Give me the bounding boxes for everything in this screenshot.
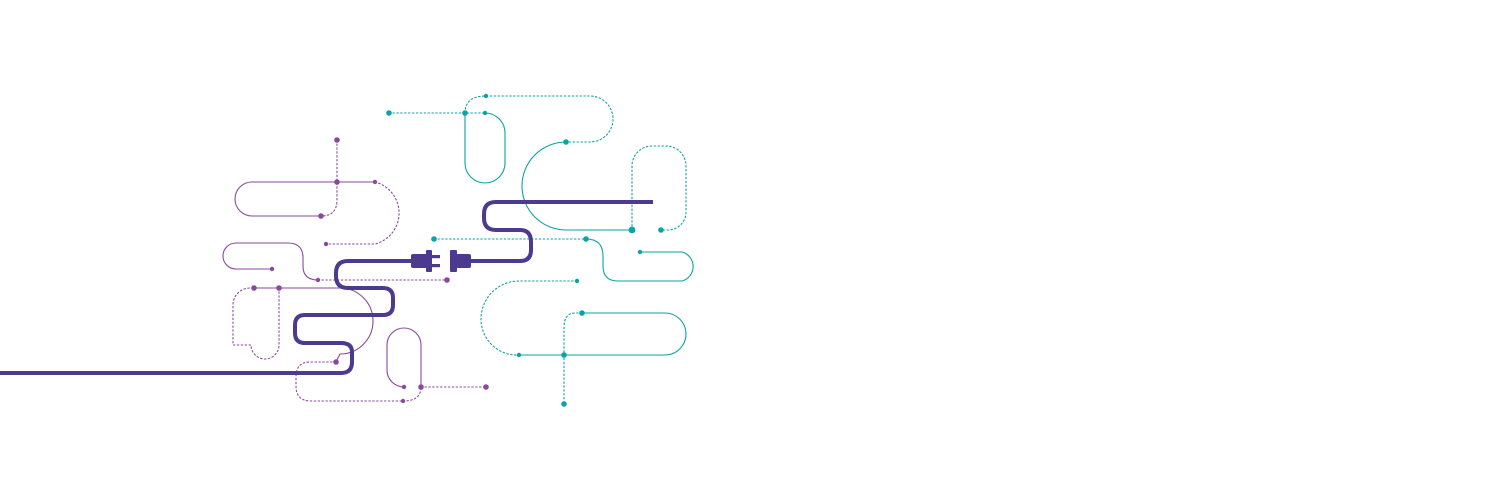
right-circuit-traces (386, 93, 694, 407)
right-node (658, 227, 664, 233)
left-node (444, 277, 450, 283)
plug-head (426, 250, 432, 272)
left-node (372, 179, 378, 185)
left-trace (253, 287, 374, 363)
left-trace (325, 181, 400, 245)
main-cable-right (470, 200, 653, 263)
right-node (579, 310, 585, 316)
right-node (483, 93, 489, 99)
right-node (462, 110, 468, 116)
right-node (574, 278, 580, 284)
left-trace (320, 139, 338, 217)
right-node (628, 226, 636, 234)
right-trace (563, 312, 583, 405)
left-trace (234, 181, 376, 217)
power-socket-icon (450, 250, 471, 272)
left-trace (222, 242, 319, 281)
left-node (251, 285, 257, 291)
left-node (334, 137, 340, 143)
right-trace (480, 280, 578, 356)
right-node (637, 249, 643, 255)
right-node (583, 236, 589, 242)
right-trace (464, 112, 506, 184)
left-trace (402, 386, 422, 402)
socket-head (450, 250, 457, 272)
left-circuit-traces (222, 137, 489, 404)
left-node (315, 277, 321, 283)
right-trace (464, 95, 614, 143)
right-node (516, 352, 522, 358)
left-node (418, 384, 424, 390)
main-cable-left (0, 259, 413, 375)
right-trace (585, 238, 694, 282)
plug-prong (432, 255, 440, 259)
left-trace (386, 327, 422, 388)
left-node (483, 384, 489, 390)
main-cable-group (0, 200, 653, 375)
left-node (401, 384, 407, 390)
left-trace (232, 287, 280, 360)
right-trace (518, 312, 687, 356)
left-node (318, 213, 324, 219)
right-node (561, 401, 567, 407)
right-node (431, 236, 437, 242)
right-trace (521, 141, 633, 231)
left-trace (295, 361, 404, 402)
left-node (269, 266, 275, 272)
left-node (333, 359, 339, 365)
right-trace (631, 145, 687, 231)
right-node (563, 139, 569, 145)
left-node (400, 398, 406, 404)
left-node (276, 285, 282, 291)
right-node (482, 110, 488, 116)
power-plug-icon (411, 250, 440, 272)
right-node (561, 352, 567, 358)
plug-prong (432, 264, 440, 268)
left-node (334, 179, 340, 185)
plug-body (411, 254, 428, 268)
left-node (323, 241, 329, 247)
socket-body (456, 254, 471, 268)
right-node (386, 110, 392, 116)
